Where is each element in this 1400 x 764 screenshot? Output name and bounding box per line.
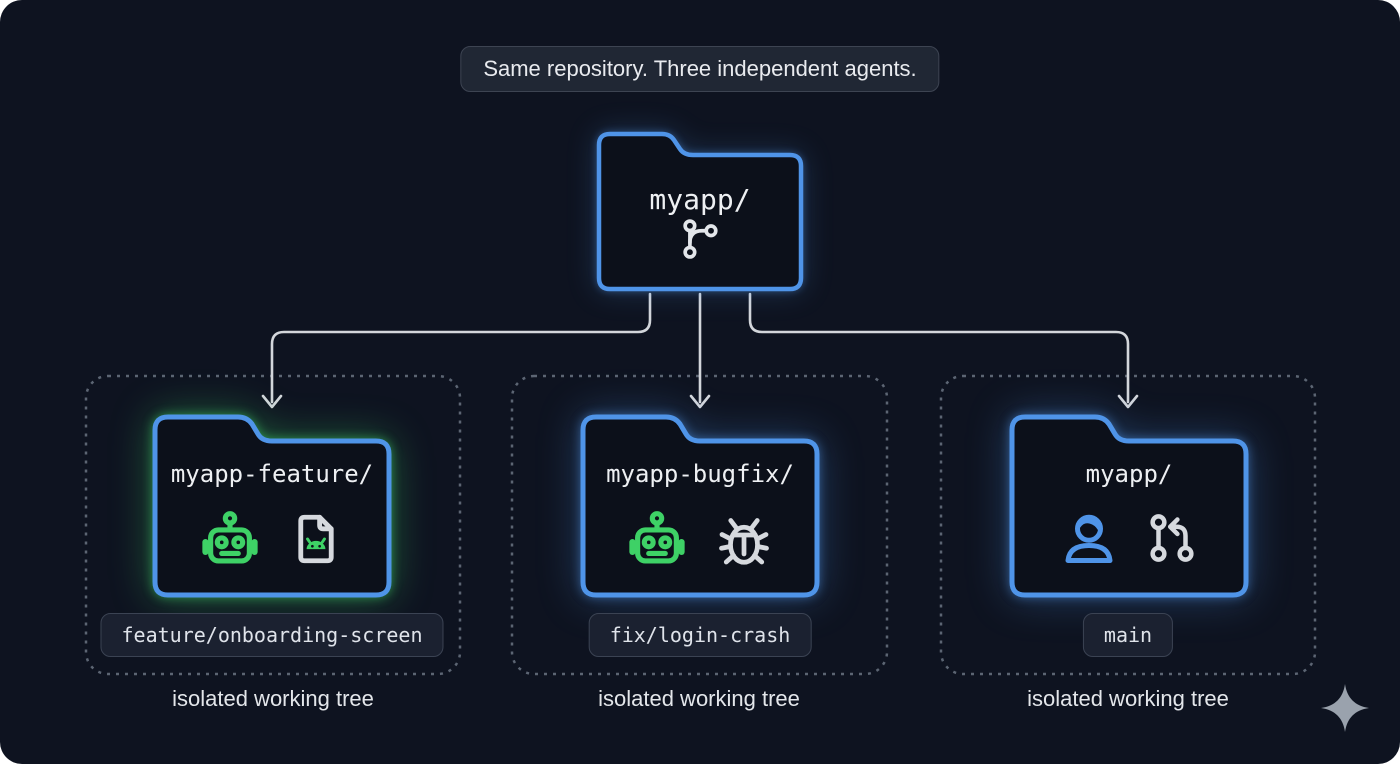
worktree-folder-name: myapp/ <box>1085 460 1173 488</box>
root-folder-name: myapp/ <box>649 183 751 216</box>
worktree-caption: isolated working tree <box>172 686 374 711</box>
android-document-icon <box>298 514 334 564</box>
robot-icon <box>202 511 258 564</box>
worktree-boundary <box>510 374 889 676</box>
arrow-down-icon <box>1117 394 1139 409</box>
worktree-folder-bugfix: myapp-bugfix/ <box>580 414 820 598</box>
worktree-folder-name: myapp-bugfix/ <box>606 460 794 488</box>
bug-icon <box>719 518 769 565</box>
banner-text: Same repository. Three independent agent… <box>483 56 917 81</box>
worktree-icons <box>152 508 392 570</box>
worktree-caption: isolated working tree <box>1027 686 1229 711</box>
worktree-folder-name: myapp-feature/ <box>170 460 374 488</box>
worktree-folder-feature: myapp-feature/ <box>152 414 392 598</box>
sparkle-icon <box>1321 684 1369 732</box>
person-icon <box>1065 514 1113 563</box>
git-branch-icon <box>683 219 718 259</box>
branch-badge: feature/onboarding-screen <box>100 613 444 657</box>
worktree-icons <box>580 508 820 570</box>
root-folder-icons <box>596 217 804 261</box>
worktree-icons <box>1009 508 1249 568</box>
folder-icon <box>580 414 820 598</box>
worktree-folder-main: myapp/ <box>1009 414 1249 598</box>
pull-request-icon <box>1150 514 1194 562</box>
worktree-caption: isolated working tree <box>598 686 800 711</box>
root-folder: myapp/ <box>596 131 804 293</box>
banner: Same repository. Three independent agent… <box>460 46 940 92</box>
arrow-down-icon <box>261 394 283 409</box>
branch-badge: main <box>1082 613 1174 657</box>
folder-icon <box>152 414 392 598</box>
branch-badge: fix/login-crash <box>588 613 812 657</box>
folder-icon <box>596 131 804 292</box>
connector-left <box>270 292 652 404</box>
robot-icon <box>629 511 685 564</box>
arrow-down-icon <box>689 394 711 409</box>
folder-icon <box>1009 414 1249 598</box>
connector-right <box>748 292 1130 404</box>
